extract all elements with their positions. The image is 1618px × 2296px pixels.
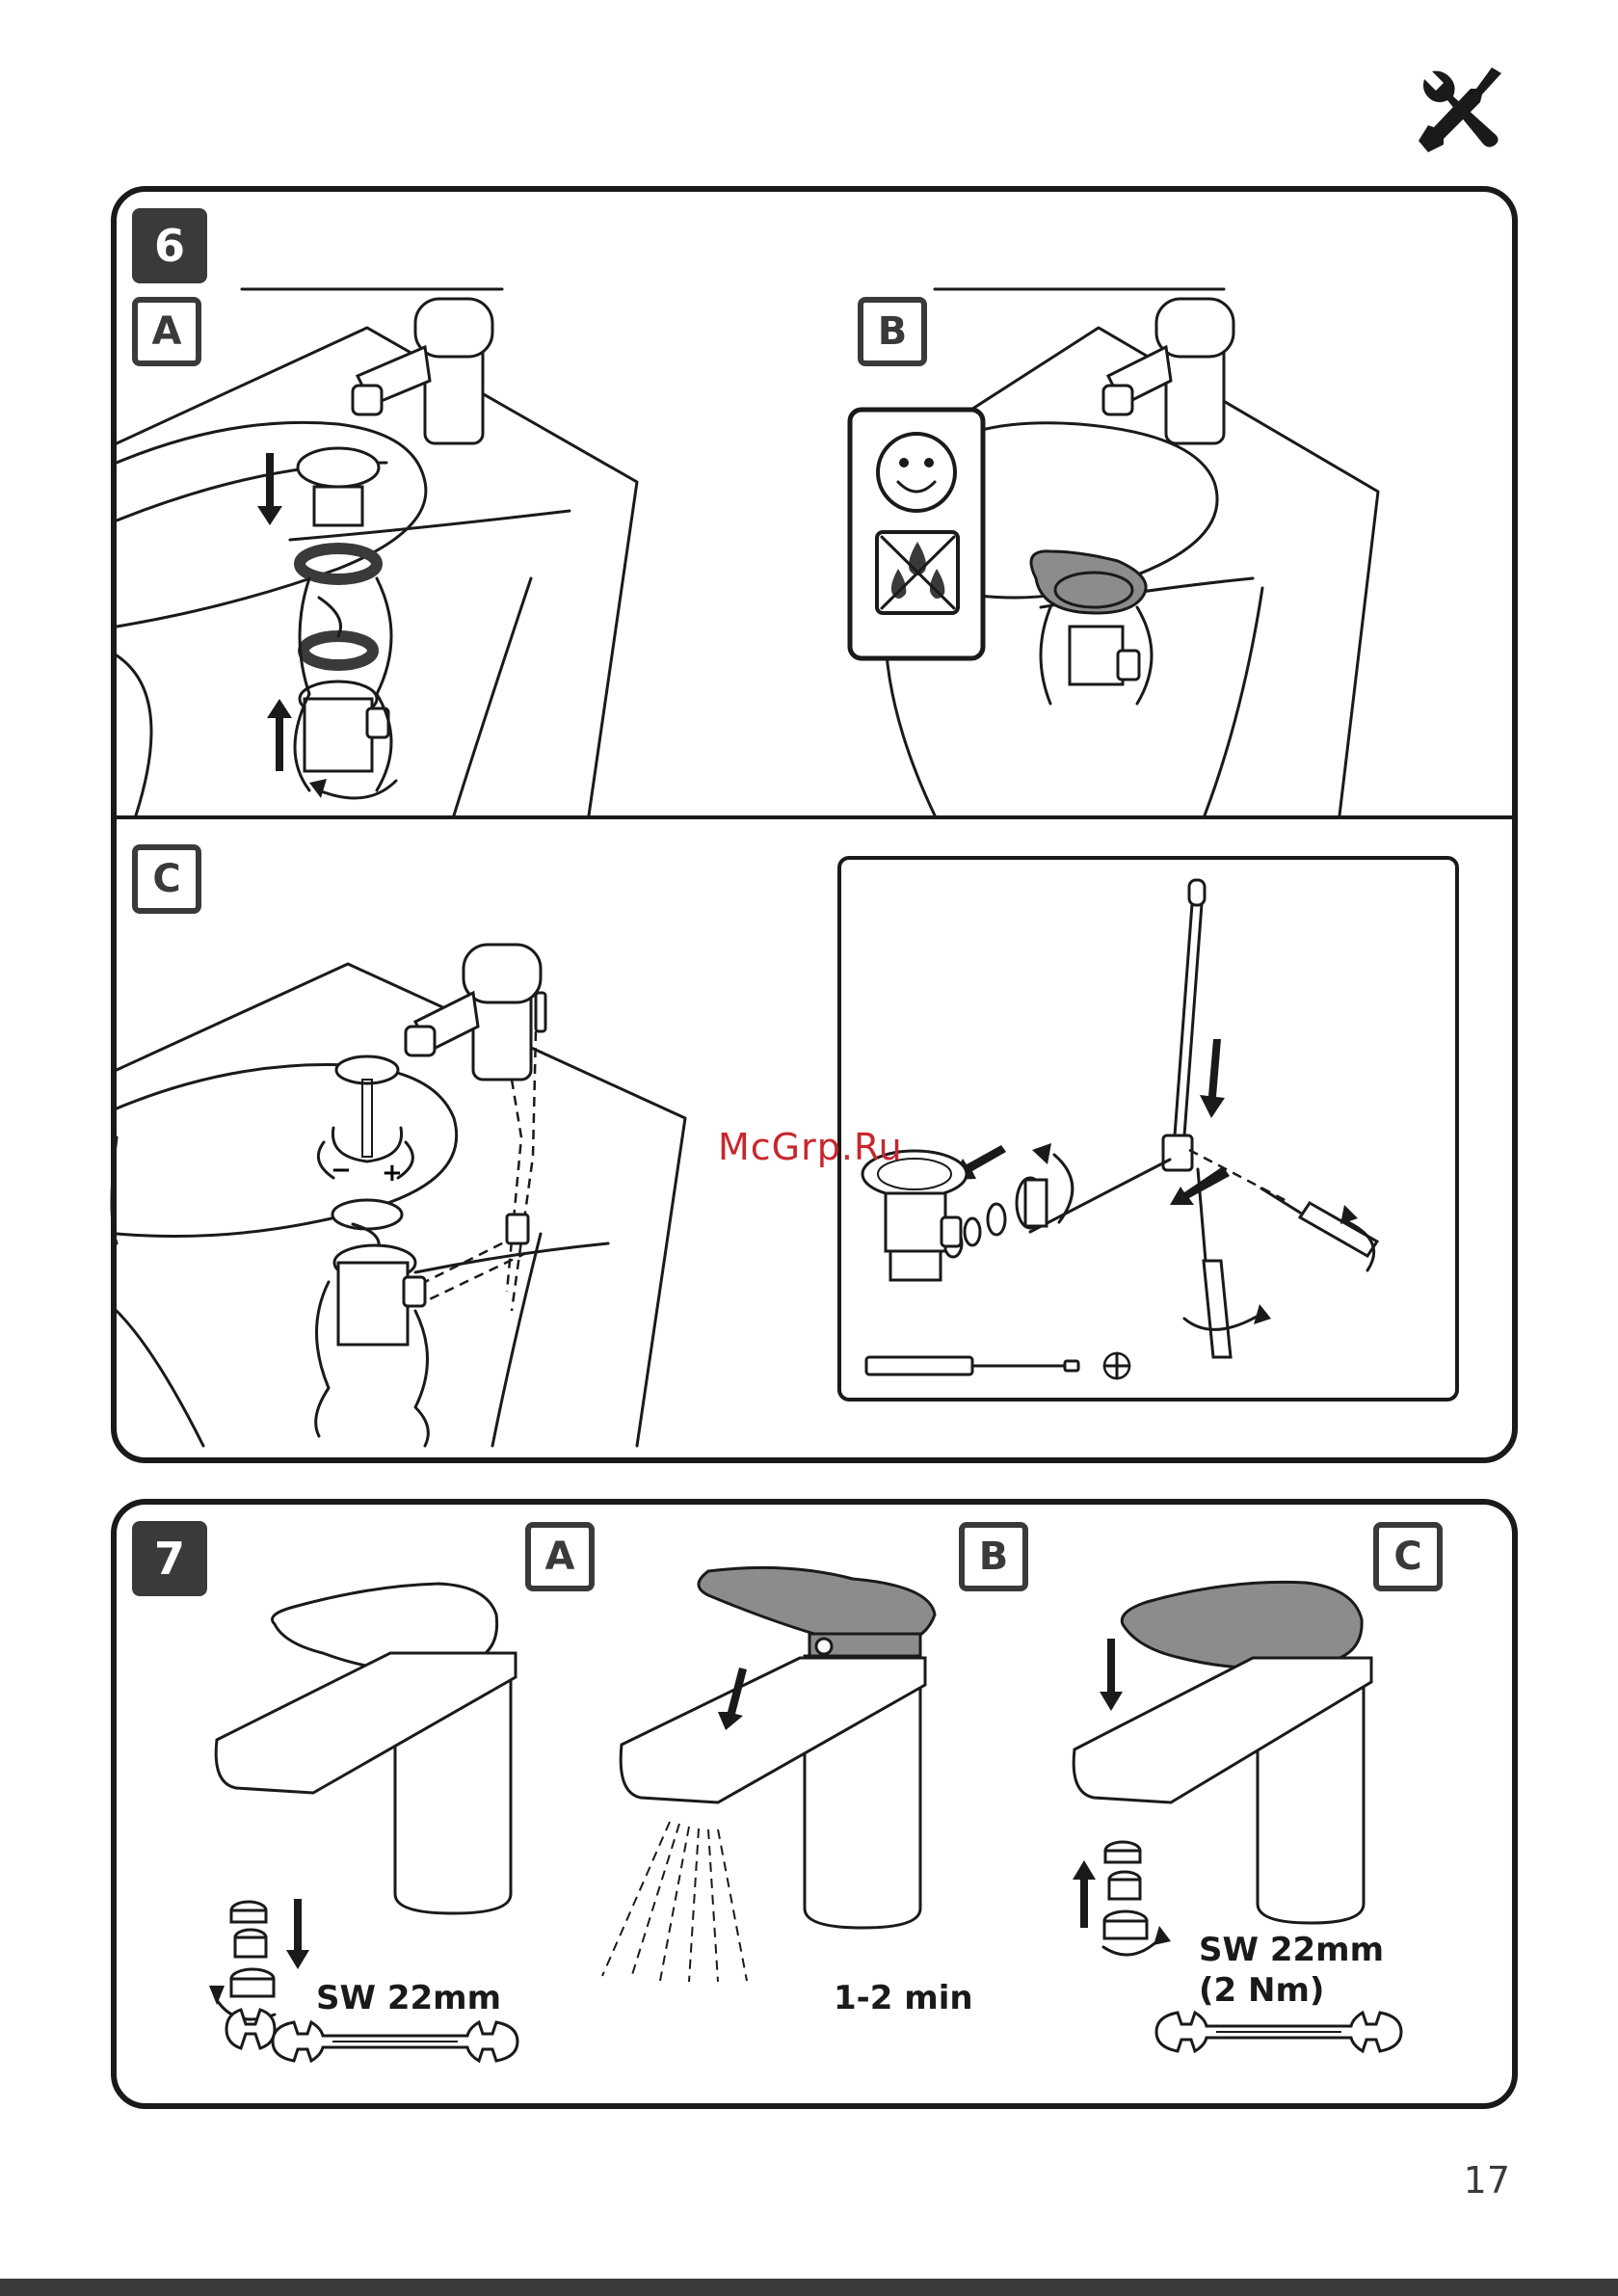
wrench-icon-7a	[265, 2013, 525, 2070]
step-6-badge: 6	[132, 208, 207, 283]
wrench-icon-7c	[1149, 2003, 1409, 2061]
step-6b-illustration	[790, 289, 1512, 815]
step-6a-illustration	[117, 289, 656, 815]
minus-label: −	[331, 1156, 352, 1185]
bottom-rule	[0, 2279, 1618, 2296]
step-7-badge: 7	[132, 1521, 207, 1596]
step-7b-letter: B	[959, 1522, 1028, 1591]
step-7b-label: 1-2 min	[834, 1978, 973, 2018]
plus-label: +	[382, 1159, 403, 1188]
watermark: McGrp.Ru	[718, 1126, 903, 1168]
step-7c-label-line1: SW 22mm	[1199, 1930, 1384, 1970]
page-number: 17	[1464, 2159, 1510, 2202]
step-6c-letter: C	[132, 844, 201, 914]
wrench-screwdriver-icon	[1415, 64, 1511, 160]
step-6c-illustration: − +	[117, 925, 714, 1446]
step-6c-inset-illustration	[837, 856, 1459, 1402]
step-6-divider	[117, 815, 1512, 819]
step-7a-letter: A	[525, 1522, 595, 1591]
step-7b-illustration	[593, 1542, 959, 1995]
